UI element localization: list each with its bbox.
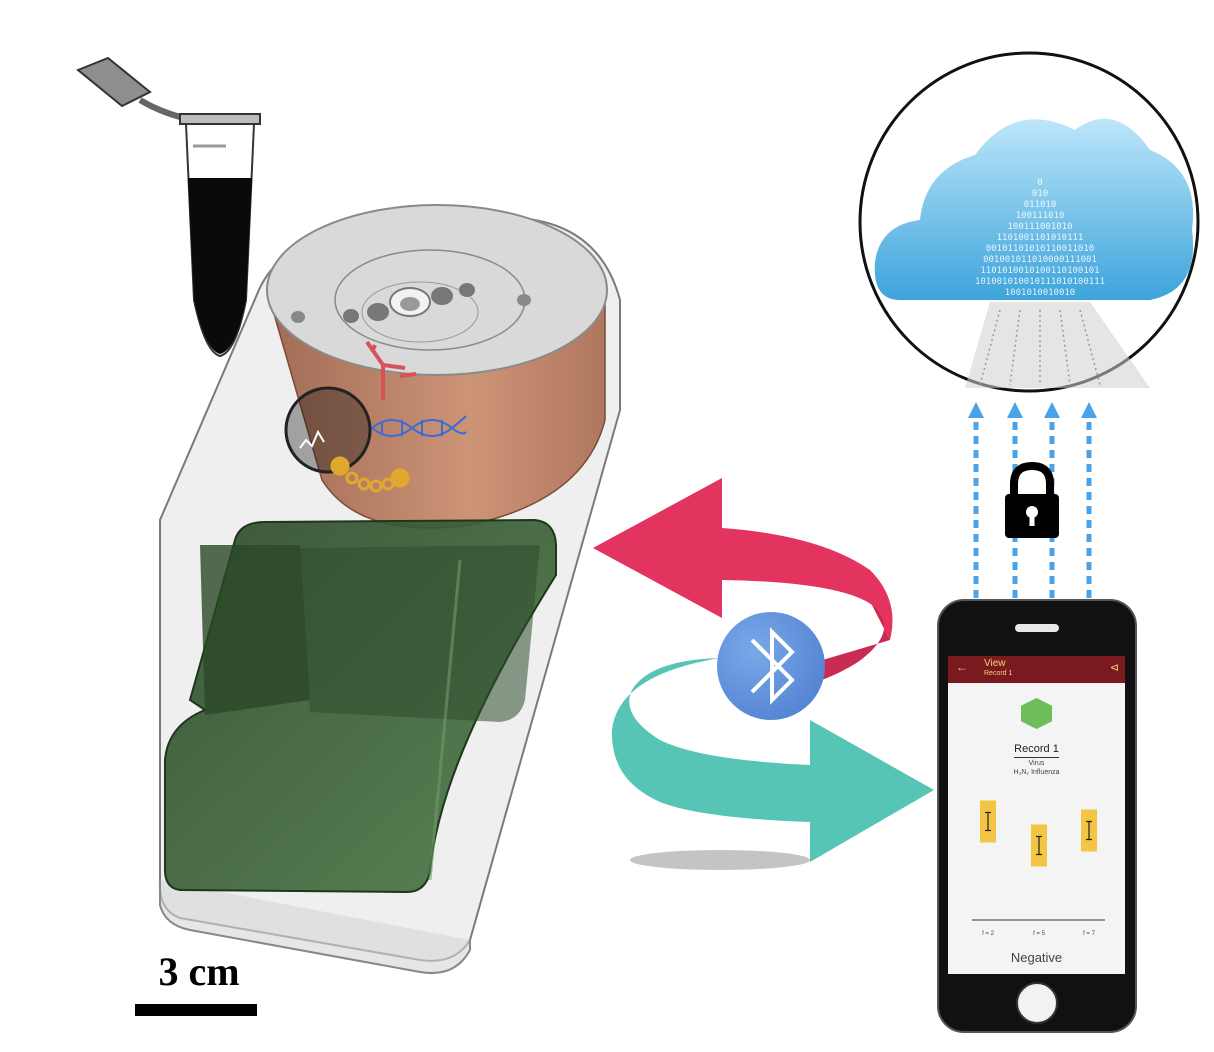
dna-icon xyxy=(371,415,467,437)
record-virus-label: Virus xyxy=(1028,760,1045,767)
svg-text:011010: 011010 xyxy=(1024,200,1057,210)
sensor-device xyxy=(158,204,621,974)
arrow-left-icon[interactable]: ← xyxy=(956,660,968,674)
antibody-icon xyxy=(365,340,417,400)
svg-text:1001010010010: 1001010010010 xyxy=(1005,288,1075,298)
padlock-icon xyxy=(1005,461,1059,538)
app-bar-subtitle: Record 1 xyxy=(984,670,1013,677)
svg-text:00101101010110011010: 00101101010110011010 xyxy=(986,244,1094,254)
svg-text:1101001101010111: 1101001101010111 xyxy=(997,233,1084,243)
svg-text:1101010010100110100101: 1101010010100110100101 xyxy=(980,266,1099,276)
chart-error-bar xyxy=(1086,820,1092,841)
bluetooth-icon xyxy=(717,612,825,720)
chart-error-bar xyxy=(1036,835,1042,856)
record-virus-name: H₃N₂ Influenza xyxy=(1013,769,1060,776)
chart-error-bar xyxy=(985,811,991,832)
svg-text:100111010: 100111010 xyxy=(1016,211,1065,221)
svg-text:100111001010: 100111001010 xyxy=(1007,222,1072,232)
chart-tick-label: f = 7 xyxy=(1083,931,1096,937)
green-hexagon-icon xyxy=(1021,698,1052,729)
app-bar-title: View xyxy=(984,658,1006,669)
scale-bar xyxy=(135,1004,257,1016)
sample-tube-icon xyxy=(76,56,261,358)
cloud-data-icon: 0 010 011010 100111010 100111001010 1101… xyxy=(858,51,1200,393)
share-icon[interactable]: ⊲ xyxy=(1109,662,1119,674)
svg-text:0: 0 xyxy=(1037,178,1042,188)
svg-text:101001010010111010100111: 101001010010111010100111 xyxy=(975,277,1105,287)
magnifier-icon xyxy=(284,386,372,474)
molecule-chain-icon xyxy=(330,456,410,493)
scale-bar-label: 3 cm xyxy=(158,949,240,994)
svg-text:001001011010000111001: 001001011010000111001 xyxy=(983,255,1097,265)
chart-tick-label: f = 2 xyxy=(982,931,995,937)
data-transfer-arrow-teal xyxy=(611,658,934,870)
result-label: Negative xyxy=(1010,950,1063,965)
result-bar-chart: f = 2 f = 5 f = 7 xyxy=(972,800,1105,937)
phone-screen: ← View Record 1 ⊲ Record 1 Virus H₃N₂ In… xyxy=(948,656,1125,974)
record-underline xyxy=(1014,757,1059,758)
svg-text:010: 010 xyxy=(1032,189,1048,199)
chart-tick-label: f = 5 xyxy=(1033,931,1046,937)
uplink-arrowheads xyxy=(968,402,1097,418)
record-title: Record 1 xyxy=(1014,743,1059,755)
app-bar: ← View Record 1 ⊲ xyxy=(948,656,1125,683)
